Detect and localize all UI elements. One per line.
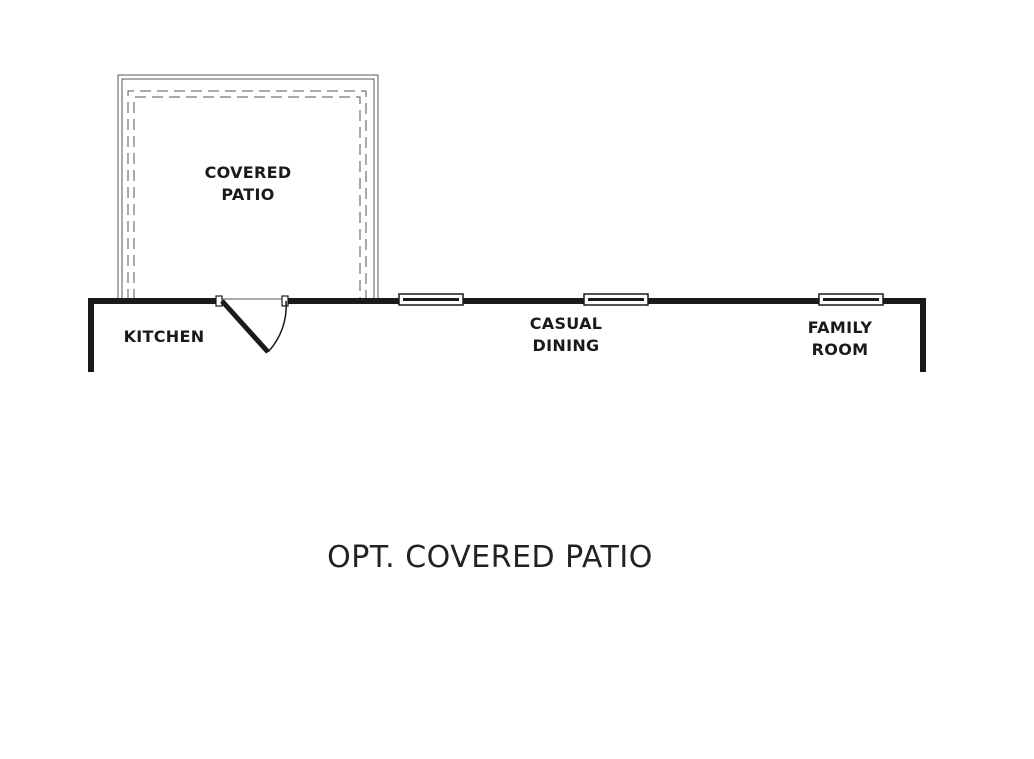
casual-dining-label: CASUAL DINING	[506, 313, 626, 357]
covered-patio-label: COVERED PATIO	[188, 162, 308, 206]
covered-patio-label-line2: PATIO	[221, 185, 275, 204]
window-2	[583, 293, 649, 306]
family-room-label: FAMILY ROOM	[780, 317, 900, 361]
casual-dining-label-line2: DINING	[532, 336, 600, 355]
casual-dining-label-line1: CASUAL	[529, 314, 603, 333]
window-1	[398, 293, 464, 306]
covered-patio-outline	[117, 74, 379, 300]
plan-caption: OPT. COVERED PATIO	[327, 540, 653, 575]
window-3	[818, 293, 884, 306]
covered-patio-label-line1: COVERED	[204, 163, 292, 182]
family-room-label-line1: FAMILY	[807, 318, 873, 337]
kitchen-label: KITCHEN	[123, 327, 205, 346]
family-room-label-line2: ROOM	[811, 340, 869, 359]
door-symbol	[215, 295, 289, 354]
